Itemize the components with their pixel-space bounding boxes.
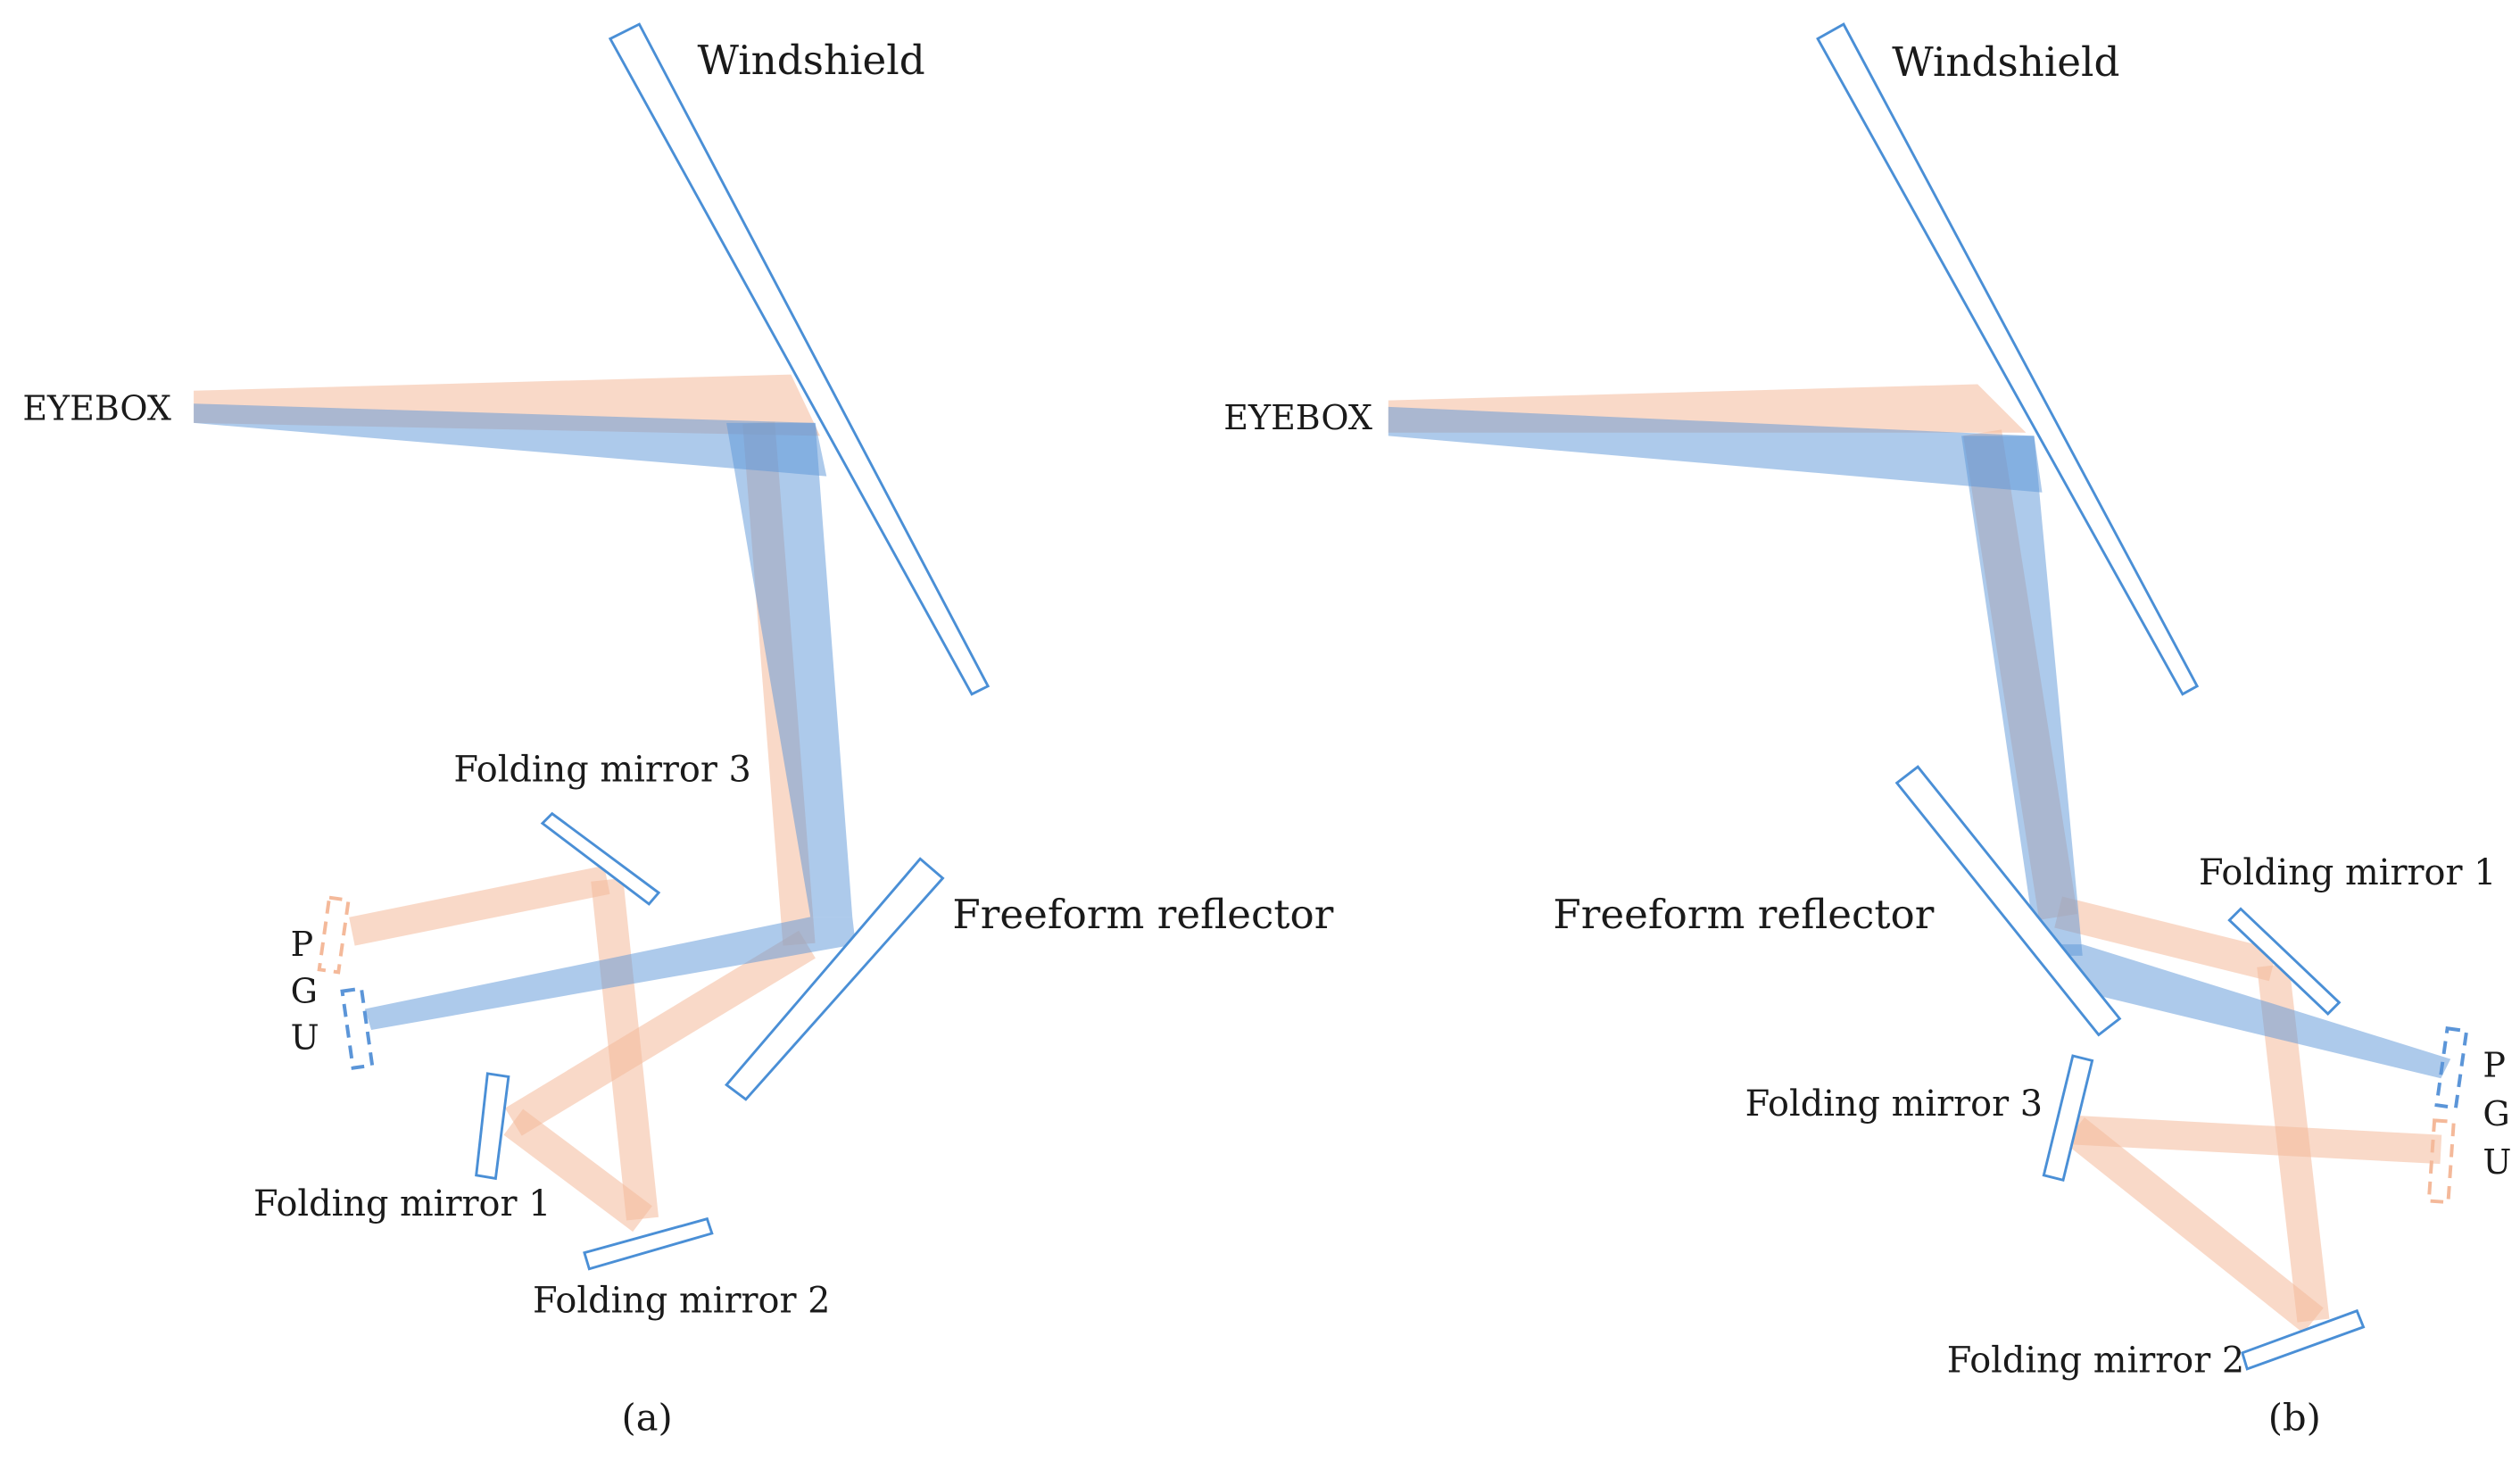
panel-b: Windshield EYEBOX Freeform reflector Fol…	[1223, 22, 2511, 1440]
freeform-reflector-b	[1894, 765, 2122, 1037]
blue-beam-b	[1388, 406, 2451, 1079]
folding-mirror-1-a	[475, 1072, 510, 1181]
windshield-b	[1816, 22, 2200, 696]
fm2-label-a: Folding mirror 2	[533, 1281, 830, 1322]
blue-beam-windshield-to-freeform-b	[1961, 436, 2083, 956]
fm3-label-a: Folding mirror 3	[453, 749, 750, 790]
freeform-label-a: Freeform reflector	[952, 891, 1333, 938]
orange-beam-fm2-to-fm3-b	[2064, 1117, 2324, 1333]
pgu-u-label-a: U	[291, 1018, 319, 1058]
pgu-p-label-a: P	[291, 925, 314, 964]
folding-mirror-2-a	[583, 1216, 714, 1271]
orange-beam-fm1-to-fm2-a	[503, 1108, 652, 1233]
windshield-label-b: Windshield	[1892, 38, 2119, 86]
freeform-reflector-a	[724, 857, 945, 1101]
folding-mirror-2-b	[2241, 1308, 2366, 1371]
folding-mirror-3-b	[2042, 1054, 2094, 1183]
caption-b: (b)	[2268, 1396, 2321, 1440]
blue-beam-a	[194, 403, 856, 1031]
folding-mirror-1-b	[2227, 907, 2342, 1016]
folding-mirror-3-a	[540, 811, 661, 906]
caption-a: (a)	[622, 1396, 673, 1440]
fm3-label-b: Folding mirror 3	[1745, 1083, 2043, 1125]
orange-beam-fm3-to-pgu-a	[349, 865, 610, 946]
eyebox-label-a: EYEBOX	[22, 388, 171, 428]
windshield-a	[608, 22, 991, 696]
fm2-label-b: Folding mirror 2	[1947, 1341, 2244, 1382]
blue-beam-freeform-to-pgu-a	[364, 917, 856, 1031]
pgu-g-label-a: G	[291, 971, 318, 1010]
windshield-label-a: Windshield	[698, 37, 925, 84]
pgu-p-label-b: P	[2483, 1045, 2506, 1084]
pgu-orange-b	[2426, 1118, 2456, 1205]
orange-beam-freeform-to-fm1-b	[2054, 896, 2277, 982]
orange-beam-freeform-to-fm1-a	[504, 930, 816, 1136]
blue-beam-eyebox-to-windshield-b	[1388, 406, 2043, 493]
blue-beam-freeform-to-pgu-b	[2037, 944, 2451, 1079]
pgu-blue-a	[340, 986, 375, 1070]
panel-a: Windshield EYEBOX Freeform reflector Fol…	[22, 22, 1334, 1440]
pgu-orange-a	[317, 895, 351, 975]
blue-beam-windshield-to-freeform-a	[726, 422, 853, 917]
pgu-u-label-b: U	[2483, 1142, 2511, 1182]
orange-beam-fm3-to-pgu-b	[2073, 1115, 2442, 1165]
orange-beam-fm2-to-fm3-a	[591, 877, 659, 1221]
pgu-blue-b	[2434, 1025, 2469, 1110]
pgu-g-label-b: G	[2483, 1094, 2509, 1133]
blue-beam-eyebox-to-windshield-a	[194, 403, 827, 477]
freeform-label-b: Freeform reflector	[1553, 891, 1934, 938]
fm1-label-b: Folding mirror 1	[2199, 852, 2496, 893]
fm1-label-a: Folding mirror 1	[253, 1183, 551, 1224]
eyebox-label-b: EYEBOX	[1223, 398, 1372, 437]
